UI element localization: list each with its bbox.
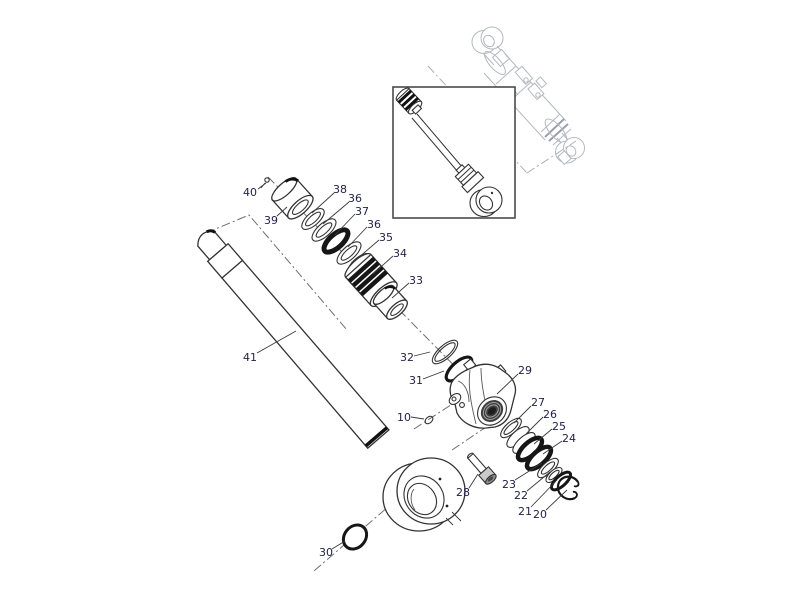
inset-rod-assembly	[395, 87, 503, 218]
callout-28[interactable]: 28	[456, 486, 470, 499]
callout-26[interactable]: 26	[543, 408, 557, 421]
callout-27[interactable]: 27	[531, 396, 545, 409]
part-36a-seal	[311, 218, 337, 242]
callout-29[interactable]: 29	[518, 364, 532, 377]
callout-41[interactable]: 41	[243, 351, 257, 364]
part-40-pin	[260, 177, 270, 189]
callout-34[interactable]: 34	[393, 247, 407, 260]
callout-labels: 40 39 38 36 37 36 35 34 33 41 32 31 10 2…	[243, 183, 576, 559]
detail-inset-box	[392, 86, 516, 219]
part-10-plug-ring	[424, 415, 434, 425]
callout-36b[interactable]: 36	[367, 218, 381, 231]
callout-21[interactable]: 21	[518, 505, 532, 518]
part-32-o-ring	[431, 339, 459, 365]
callout-20[interactable]: 20	[533, 508, 547, 521]
part-33-bushing	[372, 284, 409, 320]
callout-33[interactable]: 33	[409, 274, 423, 287]
callout-22[interactable]: 22	[514, 489, 528, 502]
callout-36a[interactable]: 36	[348, 192, 362, 205]
part-41-piston-rod	[197, 229, 466, 532]
part-20-snap-ring	[556, 475, 580, 501]
callout-30[interactable]: 30	[319, 546, 333, 559]
part-36b-seal	[336, 241, 362, 265]
callout-10[interactable]: 10	[397, 411, 411, 424]
callout-37[interactable]: 37	[355, 205, 369, 218]
callout-23[interactable]: 23	[502, 478, 516, 491]
callout-35[interactable]: 35	[379, 231, 393, 244]
part-38-seal	[301, 208, 325, 230]
rod-eye-end	[382, 457, 466, 532]
callout-40[interactable]: 40	[243, 186, 257, 199]
callout-24[interactable]: 24	[562, 432, 576, 445]
part-37-seal-dark	[321, 227, 351, 255]
part-30-o-ring	[341, 523, 369, 551]
part-28-bolt	[467, 452, 497, 485]
part-29-cylinder-head	[448, 358, 517, 429]
callout-39[interactable]: 39	[264, 214, 278, 227]
callout-leaders	[256, 182, 568, 550]
callout-32[interactable]: 32	[400, 351, 414, 364]
callout-25[interactable]: 25	[552, 420, 566, 433]
callout-38[interactable]: 38	[333, 183, 347, 196]
callout-31[interactable]: 31	[409, 374, 423, 387]
part-39-bushing	[271, 177, 314, 220]
